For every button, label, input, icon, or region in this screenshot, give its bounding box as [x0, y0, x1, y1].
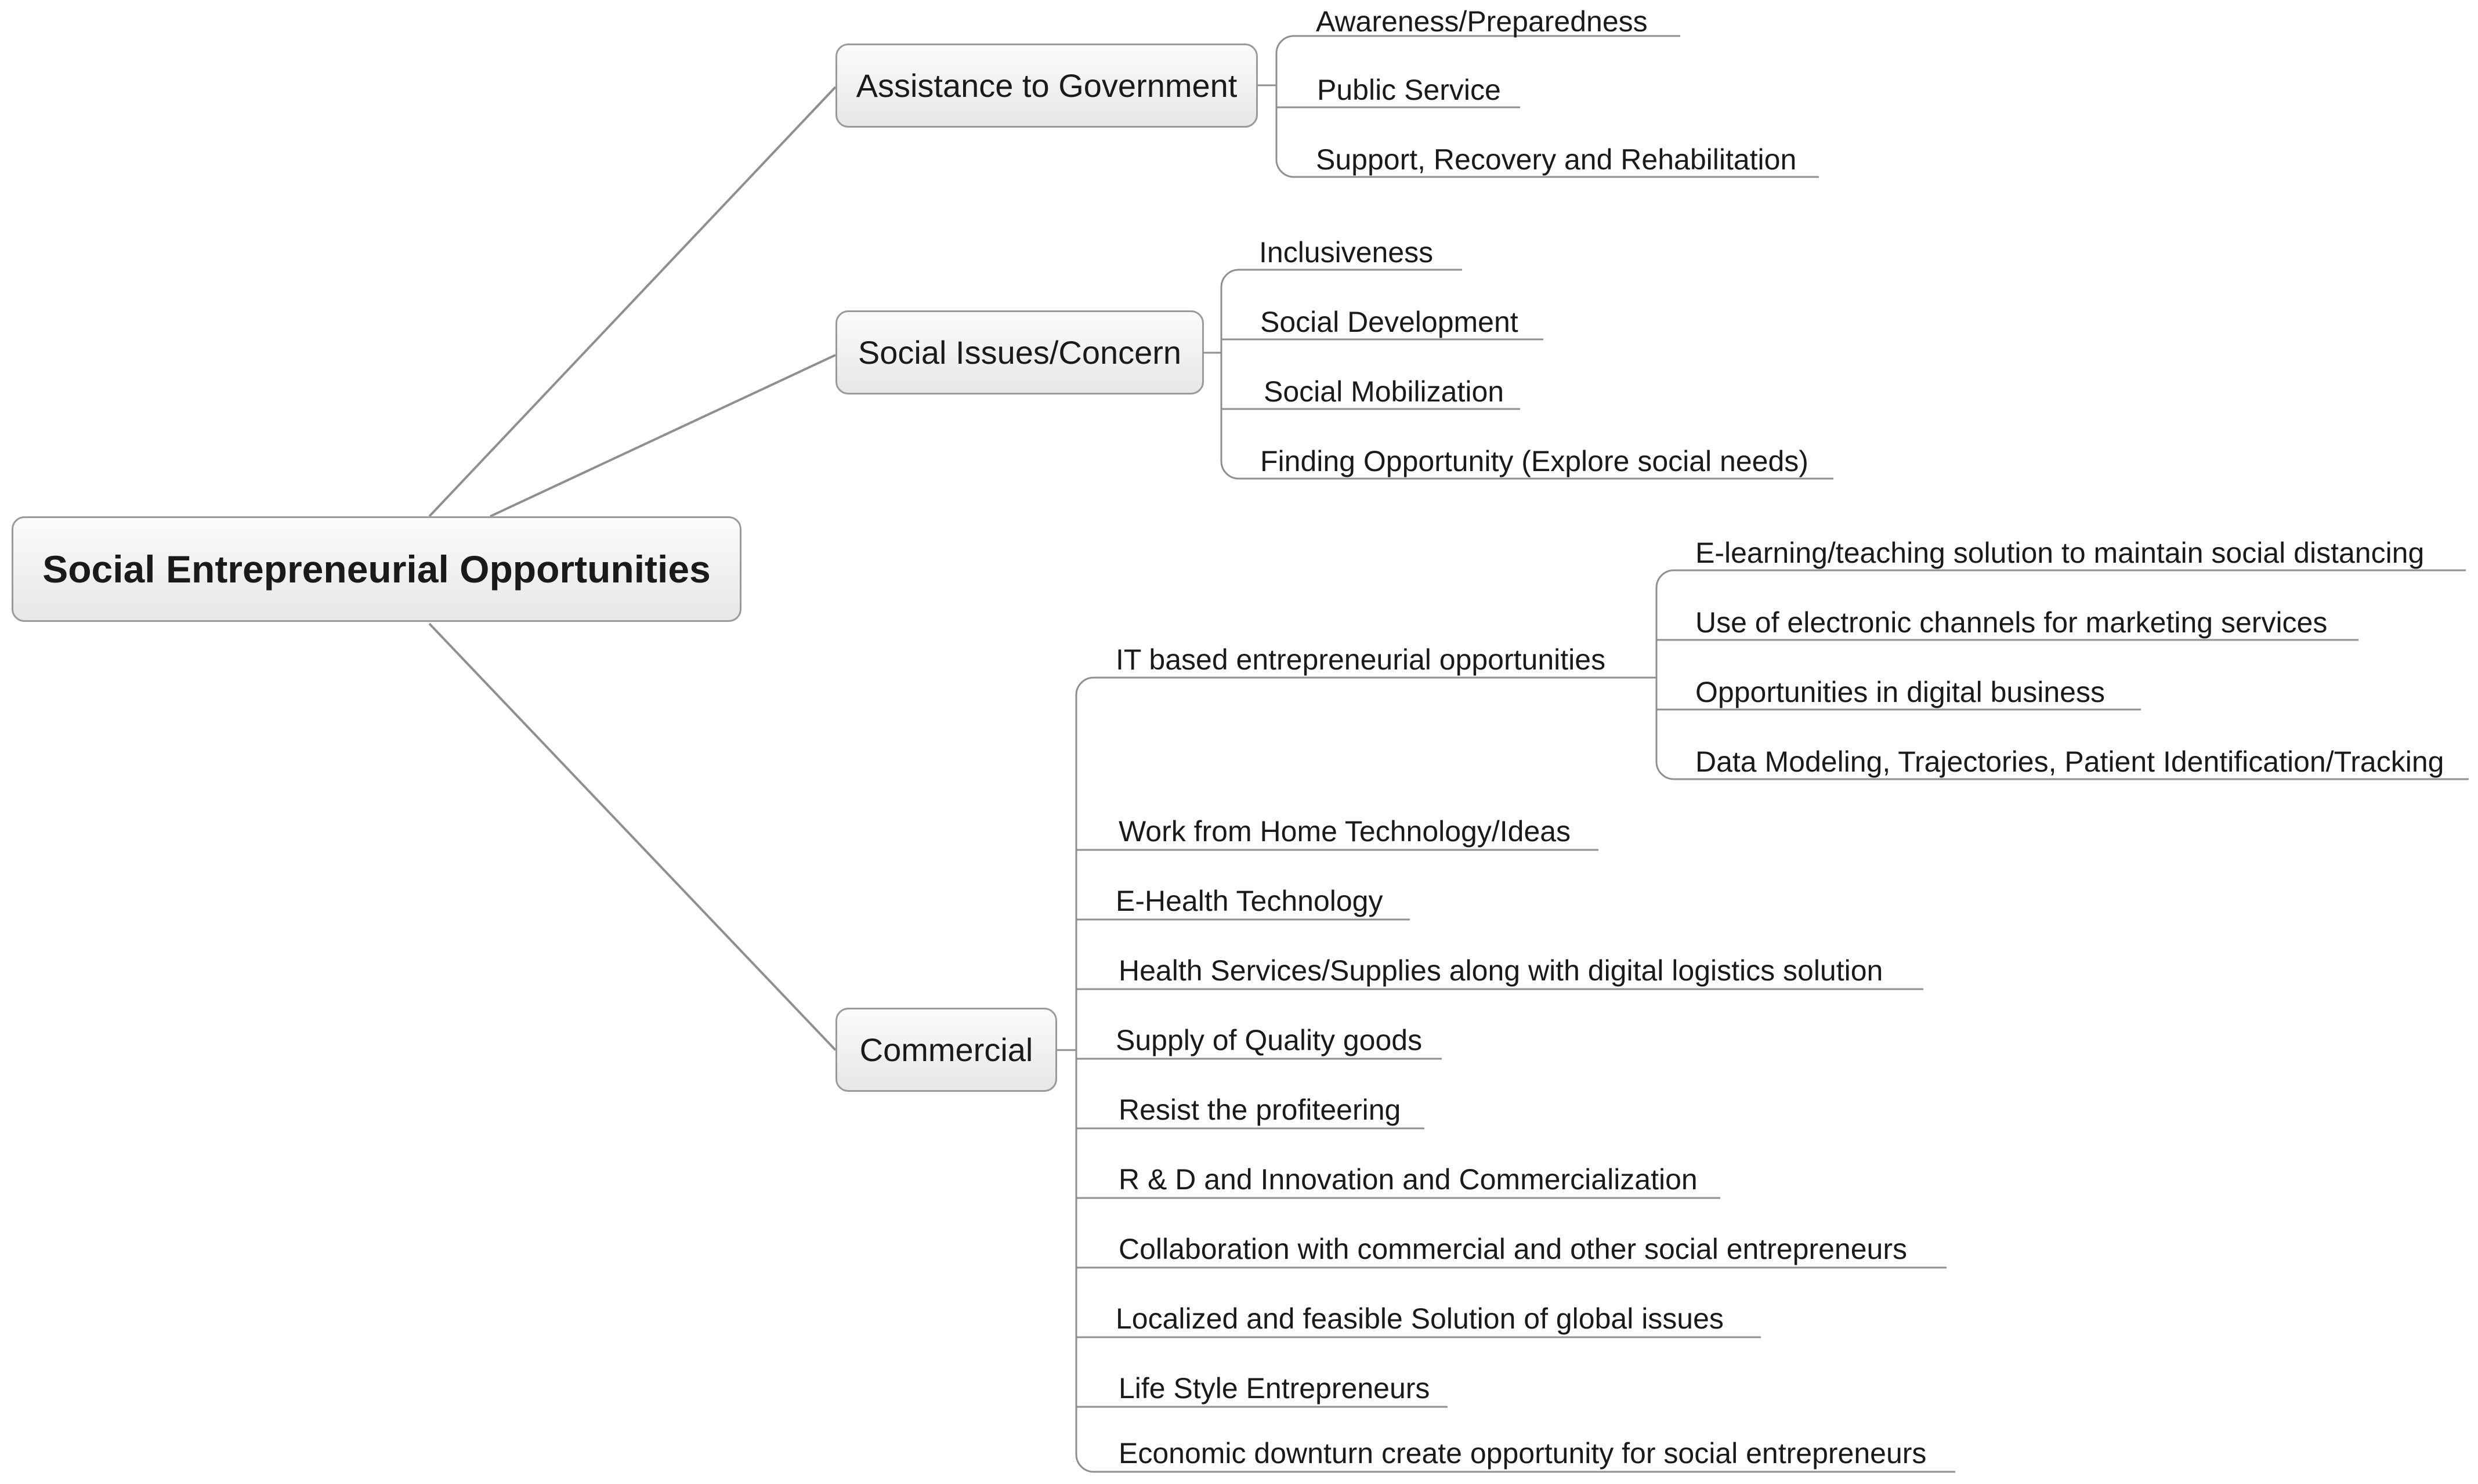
- leaf-health-services[interactable]: Health Services/Supplies along with digi…: [1119, 954, 1883, 987]
- leaf-e-learning[interactable]: E-learning/teaching solution to maintain…: [1695, 537, 2425, 569]
- branch-label: Commercial: [859, 1031, 1033, 1068]
- leaf-e-health[interactable]: E-Health Technology: [1116, 885, 1383, 917]
- leaf-digital-business[interactable]: Opportunities in digital business: [1695, 676, 2105, 708]
- leaf-localized-solution[interactable]: Localized and feasible Solution of globa…: [1116, 1302, 1724, 1335]
- leaf-finding-opportunity[interactable]: Finding Opportunity (Explore social need…: [1260, 445, 1808, 477]
- leaf-life-style[interactable]: Life Style Entrepreneurs: [1119, 1372, 1430, 1405]
- leaf-data-modeling[interactable]: Data Modeling, Trajectories, Patient Ide…: [1695, 745, 2444, 778]
- root-node[interactable]: Social Entrepreneurial Opportunities: [12, 516, 741, 622]
- leaf-r-and-d[interactable]: R & D and Innovation and Commercializati…: [1119, 1163, 1698, 1196]
- leaf-inclusiveness[interactable]: Inclusiveness: [1259, 236, 1434, 269]
- leaf-supply-quality-goods[interactable]: Supply of Quality goods: [1116, 1024, 1423, 1056]
- bracket-commercial: [1075, 676, 1094, 1473]
- leaf-resist-profiteering[interactable]: Resist the profiteering: [1119, 1094, 1401, 1126]
- branch-assistance-to-government[interactable]: Assistance to Government: [835, 44, 1258, 128]
- leaf-social-development[interactable]: Social Development: [1260, 306, 1518, 338]
- leaf-public-service[interactable]: Public Service: [1317, 74, 1501, 106]
- branch-commercial[interactable]: Commercial: [835, 1008, 1057, 1092]
- leaf-collaboration[interactable]: Collaboration with commercial and other …: [1119, 1233, 1908, 1265]
- bracket-it-based: [1655, 569, 1674, 780]
- leaf-social-mobilization[interactable]: Social Mobilization: [1264, 375, 1504, 408]
- connector-root-social: [490, 354, 836, 517]
- leaf-awareness-preparedness[interactable]: Awareness/Preparedness: [1316, 5, 1648, 38]
- leaf-work-from-home[interactable]: Work from Home Technology/Ideas: [1119, 815, 1571, 848]
- leaf-it-based[interactable]: IT based entrepreneurial opportunities: [1116, 643, 1606, 676]
- leaf-economic-downturn[interactable]: Economic downturn create opportunity for…: [1119, 1437, 1927, 1469]
- branch-label: Social Issues/Concern: [858, 334, 1182, 371]
- branch-social-issues[interactable]: Social Issues/Concern: [835, 310, 1204, 394]
- bracket-social: [1220, 269, 1239, 480]
- root-label: Social Entrepreneurial Opportunities: [42, 548, 711, 591]
- connector-root-assistance: [428, 86, 837, 517]
- leaf-support-recovery[interactable]: Support, Recovery and Rehabilitation: [1316, 143, 1797, 176]
- branch-label: Assistance to Government: [856, 67, 1238, 104]
- connector-root-commercial: [428, 622, 837, 1051]
- leaf-electronic-channels[interactable]: Use of electronic channels for marketing…: [1695, 606, 2328, 639]
